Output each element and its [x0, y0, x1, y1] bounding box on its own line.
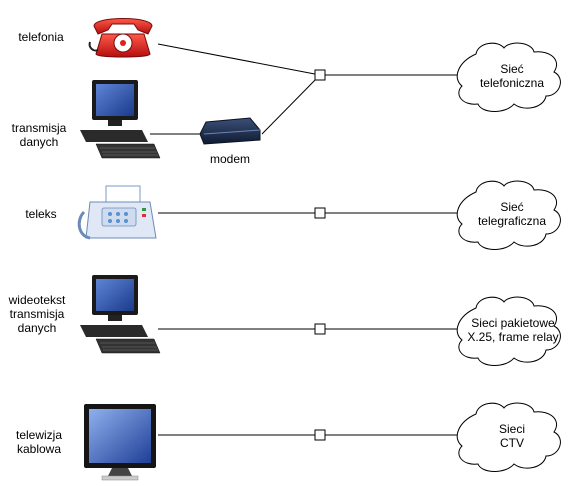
fax-machine-icon [77, 185, 157, 240]
junction-4 [314, 429, 326, 441]
label-transmisja-danych: transmisja danych [11, 121, 67, 149]
label-modem: modem [209, 152, 250, 166]
cloud-net3 [456, 296, 561, 366]
label-telewizja-kablowa: telewizja kablowa [15, 428, 63, 456]
clouds [456, 42, 561, 472]
label-wideotekst: wideotekst transmisja danych [8, 293, 66, 335]
desktop-computer-icon [80, 80, 161, 159]
cloud-net2 [456, 180, 561, 250]
label-siec-telefoniczna: Sieć telefoniczna [479, 62, 545, 90]
line-modem-junction [261, 74, 321, 135]
junction-3 [314, 323, 326, 335]
cloud-net1 [456, 42, 561, 112]
junction-1 [314, 69, 326, 81]
tv-monitor-icon [84, 404, 156, 481]
label-sieci-ctv: Sieci CTV [498, 422, 525, 450]
label-teleks: teleks [25, 207, 57, 221]
label-sieci-pakietowe: Sieci pakietowe X.25, frame relay [467, 316, 559, 344]
junction-2 [314, 207, 326, 219]
label-telefonia: telefonia [18, 30, 64, 44]
telephone-icon [88, 18, 153, 58]
cloud-net4 [456, 402, 561, 472]
junctions [314, 69, 326, 441]
label-siec-telegraficzna: Sieć telegraficzna [477, 200, 547, 228]
connection-lines [150, 43, 462, 436]
line-phone-junction [157, 43, 321, 76]
modem-icon [199, 117, 261, 145]
desktop-computer-icon [80, 275, 161, 354]
